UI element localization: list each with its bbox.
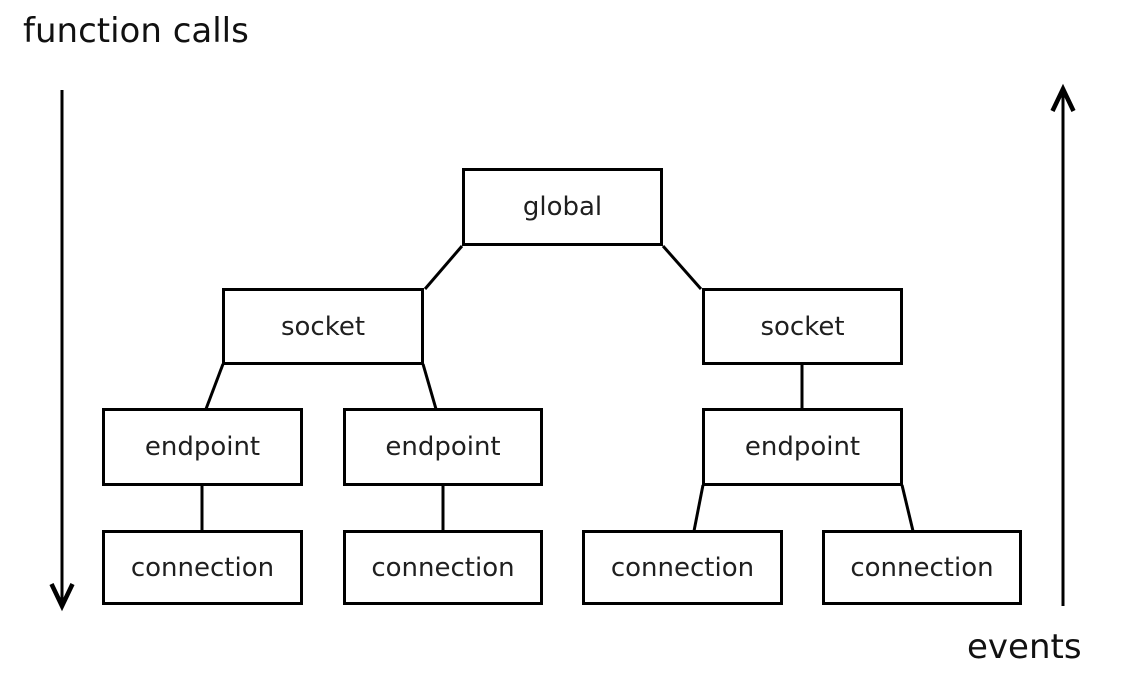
node-endpoint-3: endpoint	[702, 408, 903, 486]
edge-socket-left-endpoint-1	[204, 363, 225, 410]
events-arrow-up-icon	[1050, 83, 1076, 606]
node-connection-1: connection	[102, 530, 303, 605]
node-connection-4: connection	[822, 530, 1022, 605]
node-global-label: global	[522, 192, 603, 222]
function-calls-label: function calls	[23, 11, 249, 51]
node-endpoint-1-label: endpoint	[144, 432, 261, 462]
node-global: global	[462, 168, 663, 246]
edge-global-socket-left	[423, 245, 464, 290]
node-connection-3: connection	[582, 530, 783, 605]
edge-socket-left-endpoint-2	[421, 363, 438, 410]
edge-endpoint-3-connection-3	[692, 484, 705, 532]
node-connection-2: connection	[343, 530, 543, 605]
node-connection-1-label: connection	[130, 552, 275, 583]
node-endpoint-2: endpoint	[343, 408, 543, 486]
function-calls-arrow-down-icon	[49, 90, 75, 612]
node-socket-right-label: socket	[760, 311, 845, 342]
edge-global-socket-right	[661, 245, 703, 290]
events-label: events	[967, 627, 1082, 667]
node-socket-left-label: socket	[280, 311, 366, 342]
node-endpoint-3-label: endpoint	[744, 432, 861, 462]
edge-endpoint-3-connection-4	[900, 484, 915, 532]
node-connection-3-label: connection	[610, 552, 755, 583]
node-connection-2-label: connection	[371, 552, 515, 583]
node-endpoint-1: endpoint	[102, 408, 303, 486]
node-socket-left: socket	[222, 288, 424, 365]
node-endpoint-2-label: endpoint	[385, 432, 501, 462]
node-socket-right: socket	[702, 288, 903, 365]
node-connection-4-label: connection	[850, 552, 994, 583]
